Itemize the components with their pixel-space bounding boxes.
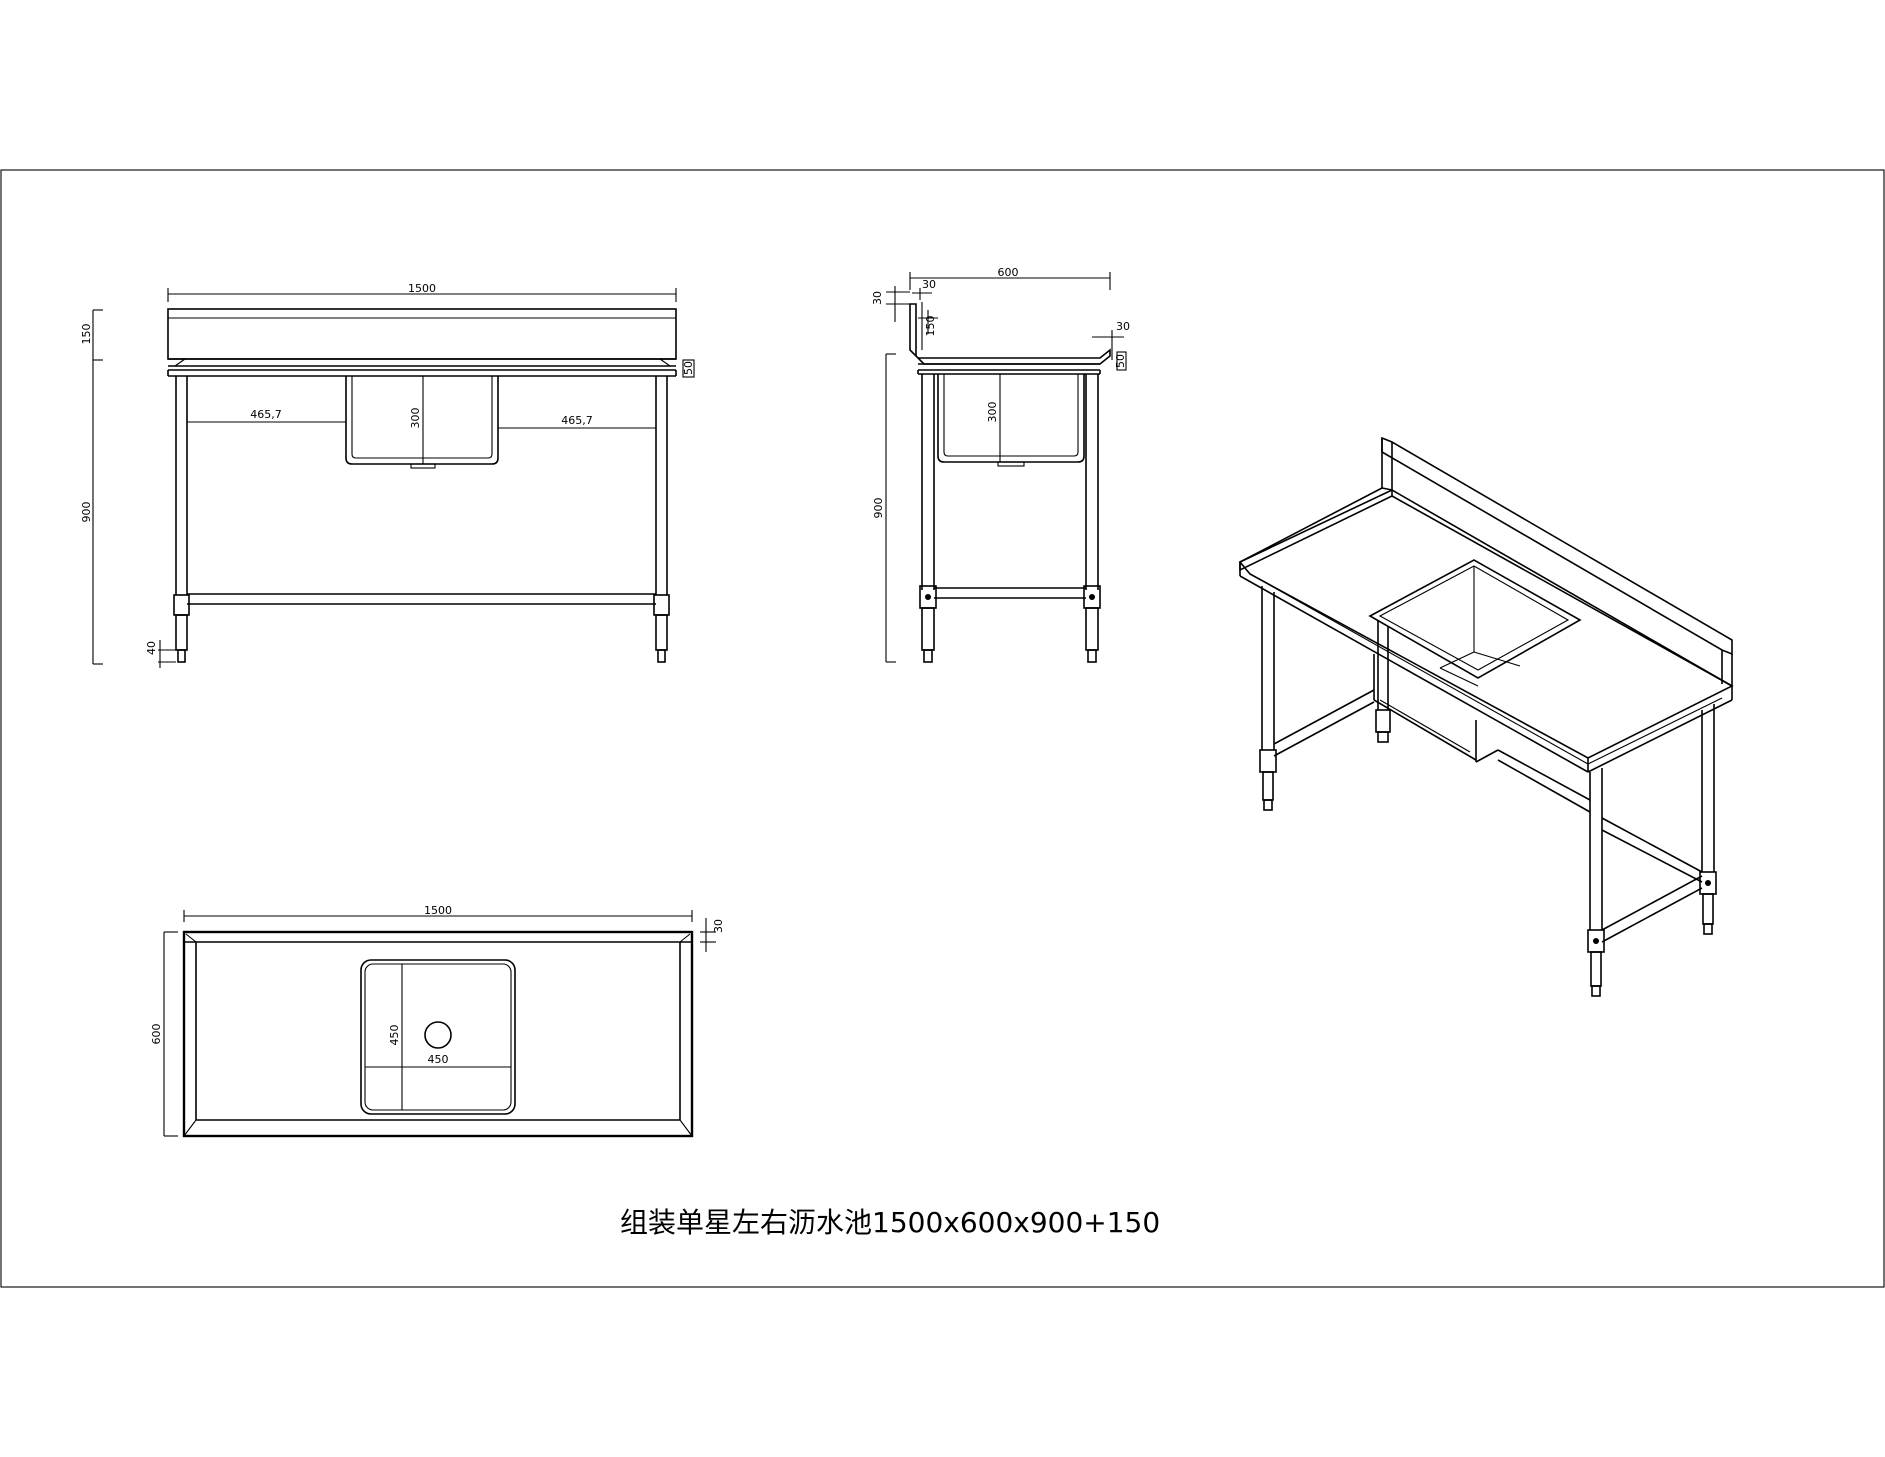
front-backsplash-dim: 150 — [80, 324, 93, 345]
top-bowl-length-dim: 450 — [388, 1025, 401, 1046]
side-edge-dim: 50 — [1114, 354, 1127, 368]
isometric-view — [1238, 436, 1734, 997]
side-top-lip-front-dim: 30 — [922, 278, 936, 291]
side-view: 600 30 30 150 30 50 — [871, 266, 1130, 663]
front-bowl-depth-dim: 300 — [409, 408, 422, 429]
drawing-title: 组装单星左右沥水池1500x600x900+150 — [620, 1206, 1160, 1239]
front-length-dim: 1500 — [408, 282, 436, 295]
top-upstand-dim: 30 — [712, 919, 725, 933]
top-length-dim: 1500 — [424, 904, 452, 917]
front-edge-dim: 50 — [682, 361, 695, 375]
side-backsplash-dim: 150 — [924, 316, 937, 337]
side-top-lip-dim: 30 — [871, 291, 884, 305]
top-view: 1500 30 600 450 450 — [150, 904, 725, 1138]
side-height-dim: 900 — [872, 498, 885, 519]
front-right-offset-dim: 465,7 — [561, 414, 593, 427]
side-width-dim: 600 — [998, 266, 1019, 279]
drawing-frame — [0, 169, 1885, 1288]
front-height-dim: 900 — [80, 502, 93, 523]
side-bowl-depth-dim: 300 — [986, 402, 999, 423]
front-foot-dim: 40 — [145, 641, 158, 655]
top-bowl-width-dim: 450 — [428, 1053, 449, 1066]
side-upstand-dim: 30 — [1116, 320, 1130, 333]
front-view: 1500 50 — [80, 282, 695, 668]
top-width-dim: 600 — [150, 1024, 163, 1045]
front-left-offset-dim: 465,7 — [250, 408, 282, 421]
